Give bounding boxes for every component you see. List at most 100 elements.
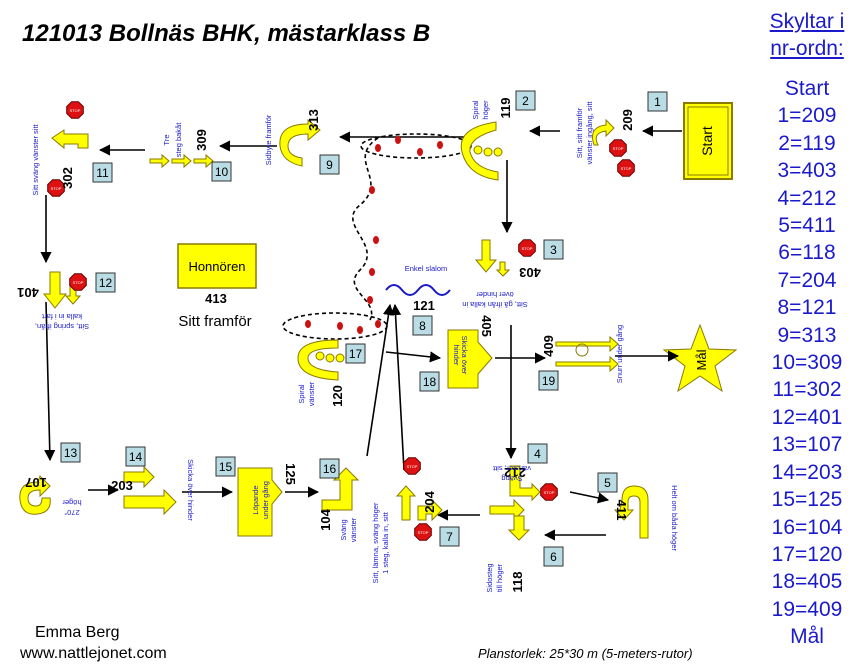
sign-caption-1: Sitt, sitt framför	[575, 107, 584, 158]
legend-heading: Skyltar i nr-ordn:	[757, 8, 857, 62]
cone-marker	[369, 268, 375, 276]
station-badge-label: 11	[96, 166, 109, 180]
station-badge-1: 1	[647, 91, 668, 112]
stop-sign-icon: STOP	[540, 483, 558, 501]
stop-sign-text: STOP	[407, 464, 418, 469]
stop-sign-text: STOP	[621, 166, 632, 171]
sign-number-3: 403	[519, 265, 541, 280]
station-badge-2: 2	[515, 90, 536, 111]
station-badge-19: 19	[538, 370, 559, 391]
goal-label: Mål	[694, 349, 709, 370]
honnoren-label: Honnören	[188, 259, 245, 274]
station-badge-label: 15	[219, 460, 233, 474]
legend-item: 9=313	[777, 323, 837, 347]
station-badge-15: 15	[215, 456, 236, 477]
legend-item: 6=118	[778, 241, 836, 265]
sign-number-4: 212	[504, 465, 526, 480]
legend-item: 4=212	[777, 186, 837, 210]
station-badge-label: 12	[99, 276, 113, 290]
legend-item: 12=401	[771, 405, 843, 429]
cone-marker	[305, 320, 311, 328]
stop-sign-text: STOP	[73, 280, 84, 285]
sign-number-18: 405	[479, 315, 494, 337]
stop-sign-icon: STOP	[609, 139, 627, 157]
station-badge-11: 11	[92, 162, 113, 183]
sign-caption-17: vänster	[307, 381, 316, 406]
sign-caption-10: steg bakåt	[174, 122, 183, 158]
sign-caption-8: Enkel slalom	[405, 264, 448, 273]
sign-number-11: 302	[60, 167, 75, 189]
stop-sign-icon: STOP	[518, 239, 536, 257]
station-badge-18: 18	[419, 371, 440, 392]
sign-caption-16: Sväng	[339, 519, 348, 540]
cone-marker	[437, 141, 443, 149]
sign-number-10: 309	[194, 129, 209, 151]
sign-number-9: 313	[306, 109, 321, 131]
legend-item: 17=120	[771, 542, 843, 566]
legend-item: 13=107	[771, 433, 843, 457]
station-badge-label: 4	[534, 447, 541, 461]
plan-size-note: Planstorlek: 25*30 m (5-meters-rutor)	[478, 646, 693, 661]
cone-marker	[417, 148, 423, 156]
cone-marker	[373, 236, 379, 244]
sign-caption-18: Skicka över	[460, 336, 469, 375]
legend-item: 15=125	[771, 488, 843, 512]
stop-sign-icon: STOP	[403, 457, 421, 475]
sign-number-6: 118	[510, 572, 525, 593]
sign-number-12: 401	[17, 285, 39, 300]
station-badge-13: 13	[60, 442, 81, 463]
sign-number-19: 409	[541, 335, 556, 357]
station-badge-label: 3	[550, 243, 557, 257]
legend-item: 11=302	[772, 378, 842, 402]
website-link[interactable]: www.nattlejonet.com	[20, 645, 167, 662]
station-badge-label: 6	[550, 550, 557, 564]
sign-number-14: 203	[111, 478, 133, 493]
sign-caption-12: Sitt, spring ifrån,	[35, 322, 89, 331]
legend-item: Mål	[790, 625, 824, 649]
cone-marker	[375, 144, 381, 152]
sign-caption-13: höger	[62, 498, 82, 507]
stop-sign-icon: STOP	[414, 523, 432, 541]
sign-symbols	[19, 118, 649, 541]
sign-number-13: 107	[25, 475, 47, 490]
legend-item: 8=121	[777, 296, 837, 320]
page-title: 121013 Bollnäs BHK, mästarklass B	[22, 20, 431, 47]
sign-number-15: 125	[283, 463, 298, 485]
station-badge-label: 9	[326, 158, 333, 172]
station-badge-label: 1	[654, 95, 661, 109]
stop-sign-text: STOP	[522, 246, 533, 251]
sign-number-2: 119	[498, 98, 513, 119]
legend-item: 7=204	[777, 268, 837, 292]
station-badge-label: 19	[542, 374, 556, 388]
sign-caption-4: Sväng	[501, 474, 522, 483]
station-badge-label: 10	[215, 165, 229, 179]
sign-caption-9: Sidbyte framför	[264, 114, 273, 165]
legend-heading-line-2: nr-ordn:	[770, 37, 844, 60]
stop-sign-icon: STOP	[69, 273, 87, 291]
station-badge-label: 2	[522, 94, 529, 108]
sign-caption-13: 270°	[64, 508, 80, 517]
sign-caption-6: Sidosteg	[485, 563, 494, 592]
sign-caption-18: hinder	[452, 345, 461, 366]
stop-sign-text: STOP	[418, 530, 429, 535]
stop-sign-text: STOP	[544, 490, 555, 495]
station-badge-7: 7	[439, 526, 460, 547]
legend-item: 19=409	[771, 597, 843, 621]
sign-caption-5: Helt om båda höger	[670, 485, 679, 551]
stop-sign-icon: STOP	[66, 101, 84, 119]
legend-heading-line-1: Skyltar i	[769, 10, 845, 33]
station-badge-label: 14	[129, 450, 143, 464]
sign-number-1: 209	[620, 109, 635, 131]
station-badge-label: 18	[423, 375, 437, 389]
goal-star: Mål	[662, 323, 738, 393]
sign-caption-17: Spiral	[297, 384, 306, 404]
legend-item: 1=209	[777, 104, 837, 128]
sign-number-5: 411	[614, 500, 629, 521]
legend-item: 18=405	[771, 570, 843, 594]
station-badge-17: 17	[345, 343, 366, 364]
